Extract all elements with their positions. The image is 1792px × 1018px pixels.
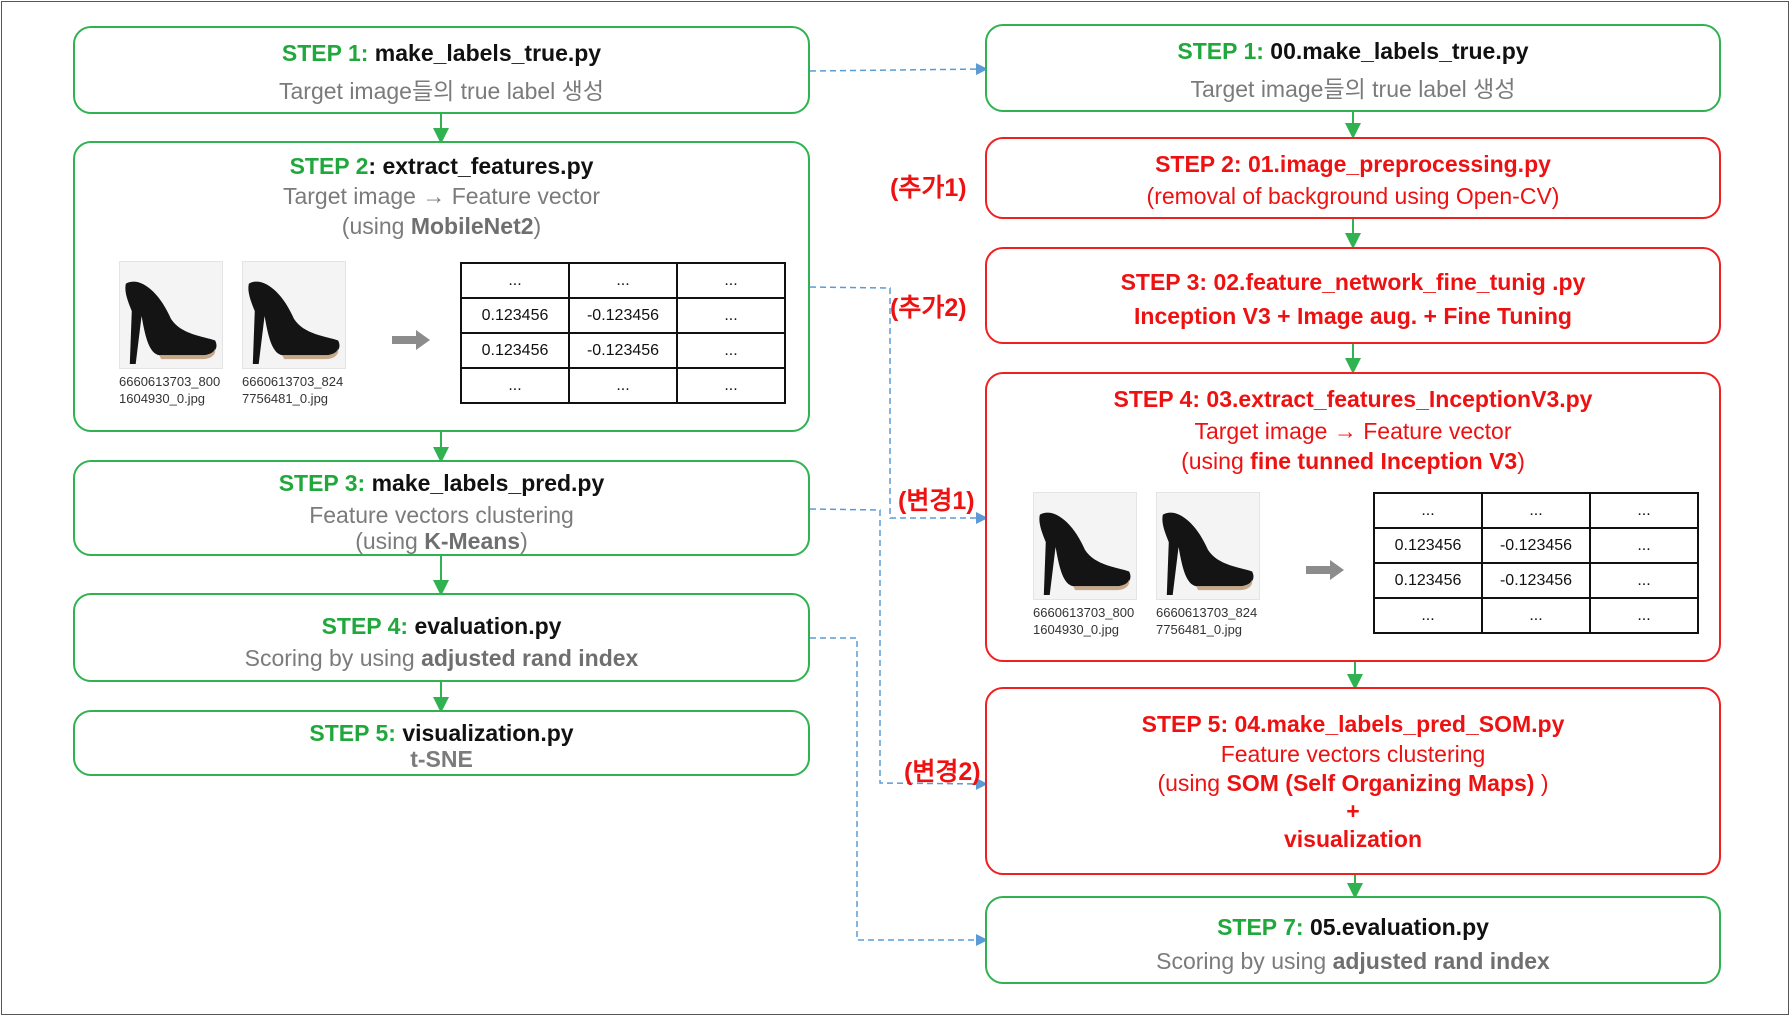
left-step2-desc1: Target image → Feature vector: [282, 183, 601, 209]
table-row: 0.123456-0.123456...: [460, 332, 786, 369]
right-step5-box: STEP 5: 04.make_labels_pred_SOM.py Featu…: [985, 687, 1721, 875]
left-step1-box: STEP 1: make_labels_true.py Target image…: [73, 26, 810, 114]
table-cell: -0.123456: [1481, 527, 1591, 564]
table-cell: ...: [460, 367, 570, 404]
tag-change2: (변경2): [904, 758, 981, 786]
right-shoe-caption-1: 6660613703_8001604930_0.jpg: [1033, 605, 1135, 637]
right-step5-title: STEP 5: 04.make_labels_pred_SOM.py: [1141, 711, 1565, 737]
left-step3-desc2: (using K-Means): [355, 528, 528, 554]
left-step5-title: STEP 5: visualization.py: [309, 720, 574, 746]
table-row: .........: [1373, 597, 1699, 634]
table-row: 0.123456-0.123456...: [1373, 527, 1699, 564]
right-step4-desc2: (using fine tunned Inception V3): [1181, 448, 1525, 474]
gray-right-arrow-icon: [1306, 560, 1344, 580]
shoe-icon: [248, 281, 340, 365]
right-step7-box: STEP 7: 05.evaluation.py Scoring by usin…: [985, 896, 1721, 984]
table-cell: 0.123456: [1373, 527, 1483, 564]
table-row: 0.123456-0.123456...: [1373, 562, 1699, 599]
tag-add2: (추가2): [890, 294, 967, 322]
table-cell: ...: [676, 297, 786, 334]
left-step3-title: STEP 3: make_labels_pred.py: [278, 470, 605, 496]
table-cell: ...: [460, 262, 570, 299]
left-step5-box: STEP 5: visualization.py t-SNE: [73, 710, 810, 776]
right-step2-box: STEP 2: 01.image_preprocessing.py (remov…: [985, 137, 1721, 219]
table-cell: ...: [676, 367, 786, 404]
left-step1-title: STEP 1: make_labels_true.py: [281, 40, 602, 66]
table-cell: ...: [568, 262, 678, 299]
table-cell: ...: [676, 332, 786, 369]
left-step4-title: STEP 4: evaluation.py: [321, 613, 562, 639]
table-cell: ...: [1589, 597, 1699, 634]
right-step7-desc: Scoring by using adjusted rand index: [1156, 948, 1550, 974]
right-step7-title: STEP 7: 05.evaluation.py: [1217, 914, 1489, 940]
left-step3-desc1: Feature vectors clustering: [309, 502, 574, 528]
left-step2-title: STEP 2: extract_features.py: [289, 153, 594, 179]
table-cell: ...: [1481, 597, 1591, 634]
table-cell: 0.123456: [460, 332, 570, 369]
left-step2-desc2: (using MobileNet2): [341, 213, 542, 239]
right-step4-desc1: Target image → Feature vector: [1194, 418, 1512, 444]
left-step4-desc: Scoring by using adjusted rand index: [244, 645, 639, 671]
right-feature-table: .........0.123456-0.123456...0.123456-0.…: [1373, 492, 1699, 634]
right-step5-desc1: Feature vectors clustering: [1220, 741, 1486, 767]
table-row: .........: [1373, 492, 1699, 529]
right-step1-title: STEP 1: 00.make_labels_true.py: [1177, 38, 1529, 64]
left-step4-box: STEP 4: evaluation.py Scoring by using a…: [73, 593, 810, 682]
table-cell: ...: [676, 262, 786, 299]
right-step5-desc4: visualization: [1283, 826, 1423, 852]
shoe-icon: [1162, 512, 1254, 596]
right-shoe-image-2: 6660613703_8247756481_0.jpg: [1156, 492, 1264, 638]
gray-right-arrow-icon: [392, 330, 430, 350]
shoe-icon: [125, 281, 217, 365]
shoe-icon: [1039, 512, 1131, 596]
table-cell: ...: [1589, 562, 1699, 599]
table-cell: ...: [1589, 492, 1699, 529]
table-cell: 0.123456: [1373, 562, 1483, 599]
right-step1-desc: Target image들의 true label 생성: [1190, 76, 1516, 102]
right-step2-title: STEP 2: 01.image_preprocessing.py: [1155, 151, 1551, 177]
right-step2-desc: (removal of background using Open-CV): [1146, 183, 1560, 209]
left-step1-desc: Target image들의 true label 생성: [279, 78, 604, 104]
right-step1-box: STEP 1: 00.make_labels_true.py Target im…: [985, 24, 1721, 112]
table-cell: -0.123456: [1481, 562, 1591, 599]
left-shoe-image-2: 6660613703_8247756481_0.jpg: [242, 261, 350, 407]
table-cell: ...: [1481, 492, 1591, 529]
table-cell: -0.123456: [568, 332, 678, 369]
left-feature-table: .........0.123456-0.123456...0.123456-0.…: [460, 262, 786, 404]
tag-add1: (추가1): [890, 174, 967, 202]
right-step3-box: STEP 3: 02.feature_network_fine_tunig .p…: [985, 247, 1721, 344]
table-cell: ...: [1589, 527, 1699, 564]
left-shoe-caption-1: 6660613703_8001604930_0.jpg: [119, 374, 221, 406]
left-shoe-caption-2: 6660613703_8247756481_0.jpg: [242, 374, 344, 406]
right-step5-desc3: +: [1346, 798, 1360, 824]
table-cell: ...: [1373, 492, 1483, 529]
right-shoe-caption-2: 6660613703_8247756481_0.jpg: [1156, 605, 1258, 637]
table-cell: ...: [1373, 597, 1483, 634]
tag-change1: (변경1): [898, 487, 975, 515]
right-step5-desc2: (using SOM (Self Organizing Maps) ): [1157, 770, 1549, 796]
left-shoe-image-1: 6660613703_8001604930_0.jpg: [119, 261, 227, 407]
table-cell: 0.123456: [460, 297, 570, 334]
right-step3-title: STEP 3: 02.feature_network_fine_tunig .p…: [1120, 269, 1586, 295]
table-cell: ...: [568, 367, 678, 404]
right-step3-desc: Inception V3 + Image aug. + Fine Tuning: [1134, 303, 1572, 329]
table-row: .........: [460, 262, 786, 299]
right-step4-title: STEP 4: 03.extract_features_InceptionV3.…: [1113, 386, 1593, 412]
left-step5-desc: t-SNE: [410, 746, 473, 772]
table-cell: -0.123456: [568, 297, 678, 334]
left-step3-box: STEP 3: make_labels_pred.py Feature vect…: [73, 460, 810, 556]
table-row: .........: [460, 367, 786, 404]
table-row: 0.123456-0.123456...: [460, 297, 786, 334]
right-shoe-image-1: 6660613703_8001604930_0.jpg: [1033, 492, 1141, 638]
